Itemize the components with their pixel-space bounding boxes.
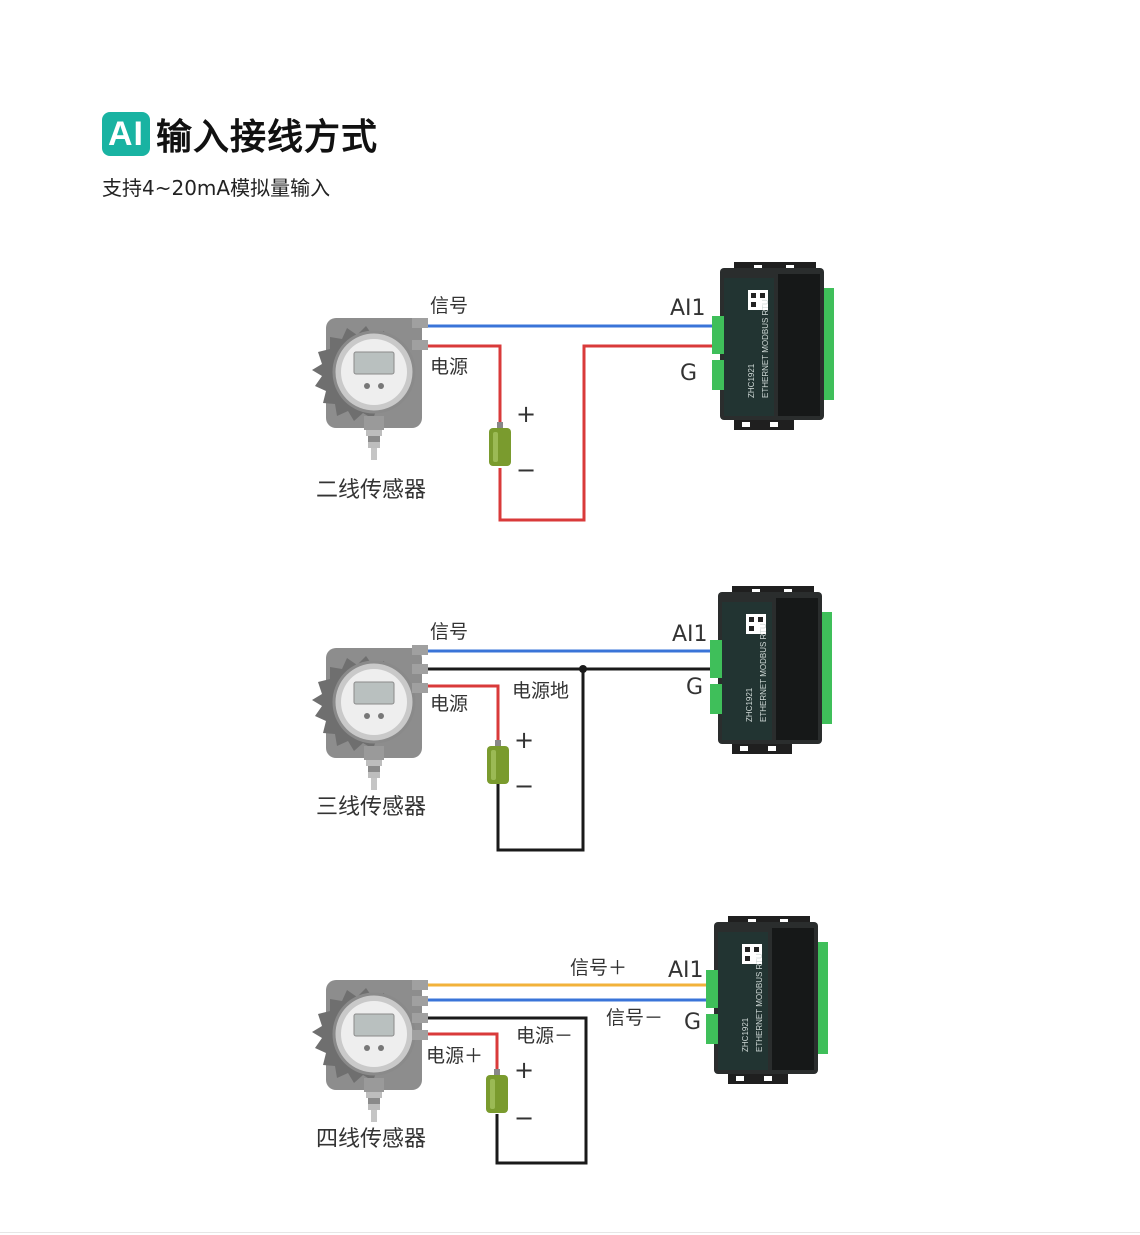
- ground-label: 电源地: [512, 680, 569, 702]
- power-minus-label: 电源－: [516, 1025, 573, 1047]
- device-graphic: [710, 586, 832, 754]
- page-title: 输入接线方式: [156, 117, 379, 158]
- battery-graphic: [486, 1069, 508, 1113]
- battery-graphic: [489, 422, 511, 466]
- sensor-label: 二线传感器: [316, 478, 426, 503]
- sensor-terminal: [412, 664, 428, 674]
- device-protocol: ETHERNET MODBUS RTU: [759, 623, 768, 722]
- device-graphic: [706, 916, 828, 1084]
- page-subtitle: 支持4~20mA模拟量输入: [102, 176, 331, 200]
- diagram-three-wire: ZHC1921 ETHERNET MODBUS RTU 信号 电源 电源地 + …: [310, 586, 832, 852]
- sensor-terminal: [412, 683, 428, 693]
- sensor-terminal: [412, 340, 428, 350]
- signal-plus-label: 信号＋: [570, 957, 627, 979]
- g-label: G: [686, 675, 703, 700]
- signal-label: 信号: [430, 295, 468, 317]
- device-protocol: ETHERNET MODBUS RTU: [761, 299, 770, 398]
- minus-label: −: [516, 456, 536, 484]
- g-label: G: [684, 1010, 701, 1035]
- sensor-graphic: [310, 316, 424, 462]
- sensor-terminal: [412, 1013, 428, 1023]
- sensor-graphic: [310, 978, 424, 1124]
- device-model: ZHC1921: [747, 363, 756, 398]
- signal-label: 信号: [430, 621, 468, 643]
- plus-label: +: [514, 726, 534, 754]
- minus-label: −: [514, 1104, 534, 1132]
- ai1-label: AI1: [668, 958, 704, 983]
- sensor-terminal: [412, 1030, 428, 1040]
- sensor-terminal: [412, 996, 428, 1006]
- sensor-graphic: [310, 646, 424, 792]
- power-label: 电源: [430, 356, 468, 378]
- minus-label: −: [514, 772, 534, 800]
- footer-divider: [0, 1232, 1140, 1233]
- ai-badge: AI: [102, 112, 150, 156]
- sensor-terminal: [412, 645, 428, 655]
- device-protocol: ETHERNET MODBUS RTU: [755, 953, 764, 1052]
- ai1-label: AI1: [672, 622, 708, 647]
- signal-minus-label: 信号－: [606, 1007, 663, 1029]
- page-header: AI 输入接线方式: [102, 108, 378, 160]
- g-label: G: [680, 361, 697, 386]
- power-wire: [428, 344, 502, 426]
- diagram-four-wire: ZHC1921 ETHERNET MODBUS RTU 信号＋ 信号－ 电源－ …: [310, 916, 828, 1165]
- device-model: ZHC1921: [741, 1017, 750, 1052]
- power-return-wire: [496, 669, 585, 852]
- plus-label: +: [514, 1056, 534, 1084]
- diagram-two-wire: ZHC1921 ETHERNET MODBUS RTU 信号 电源 + − AI…: [310, 262, 834, 522]
- power-label: 电源: [430, 693, 468, 715]
- battery-graphic: [487, 740, 509, 784]
- device-graphic: [712, 262, 834, 430]
- power-minus-wire: [428, 1016, 588, 1165]
- sensor-label: 三线传感器: [316, 795, 426, 820]
- device-model: ZHC1921: [745, 687, 754, 722]
- sensor-terminal: [412, 318, 428, 328]
- power-plus-label: 电源＋: [426, 1045, 483, 1067]
- sensor-terminal: [412, 980, 428, 990]
- power-wire: [428, 684, 500, 744]
- power-plus-wire: [428, 1032, 499, 1073]
- sensor-label: 四线传感器: [316, 1127, 426, 1152]
- plus-label: +: [516, 400, 536, 428]
- power-return-wire: [498, 344, 714, 522]
- ai1-label: AI1: [670, 296, 706, 321]
